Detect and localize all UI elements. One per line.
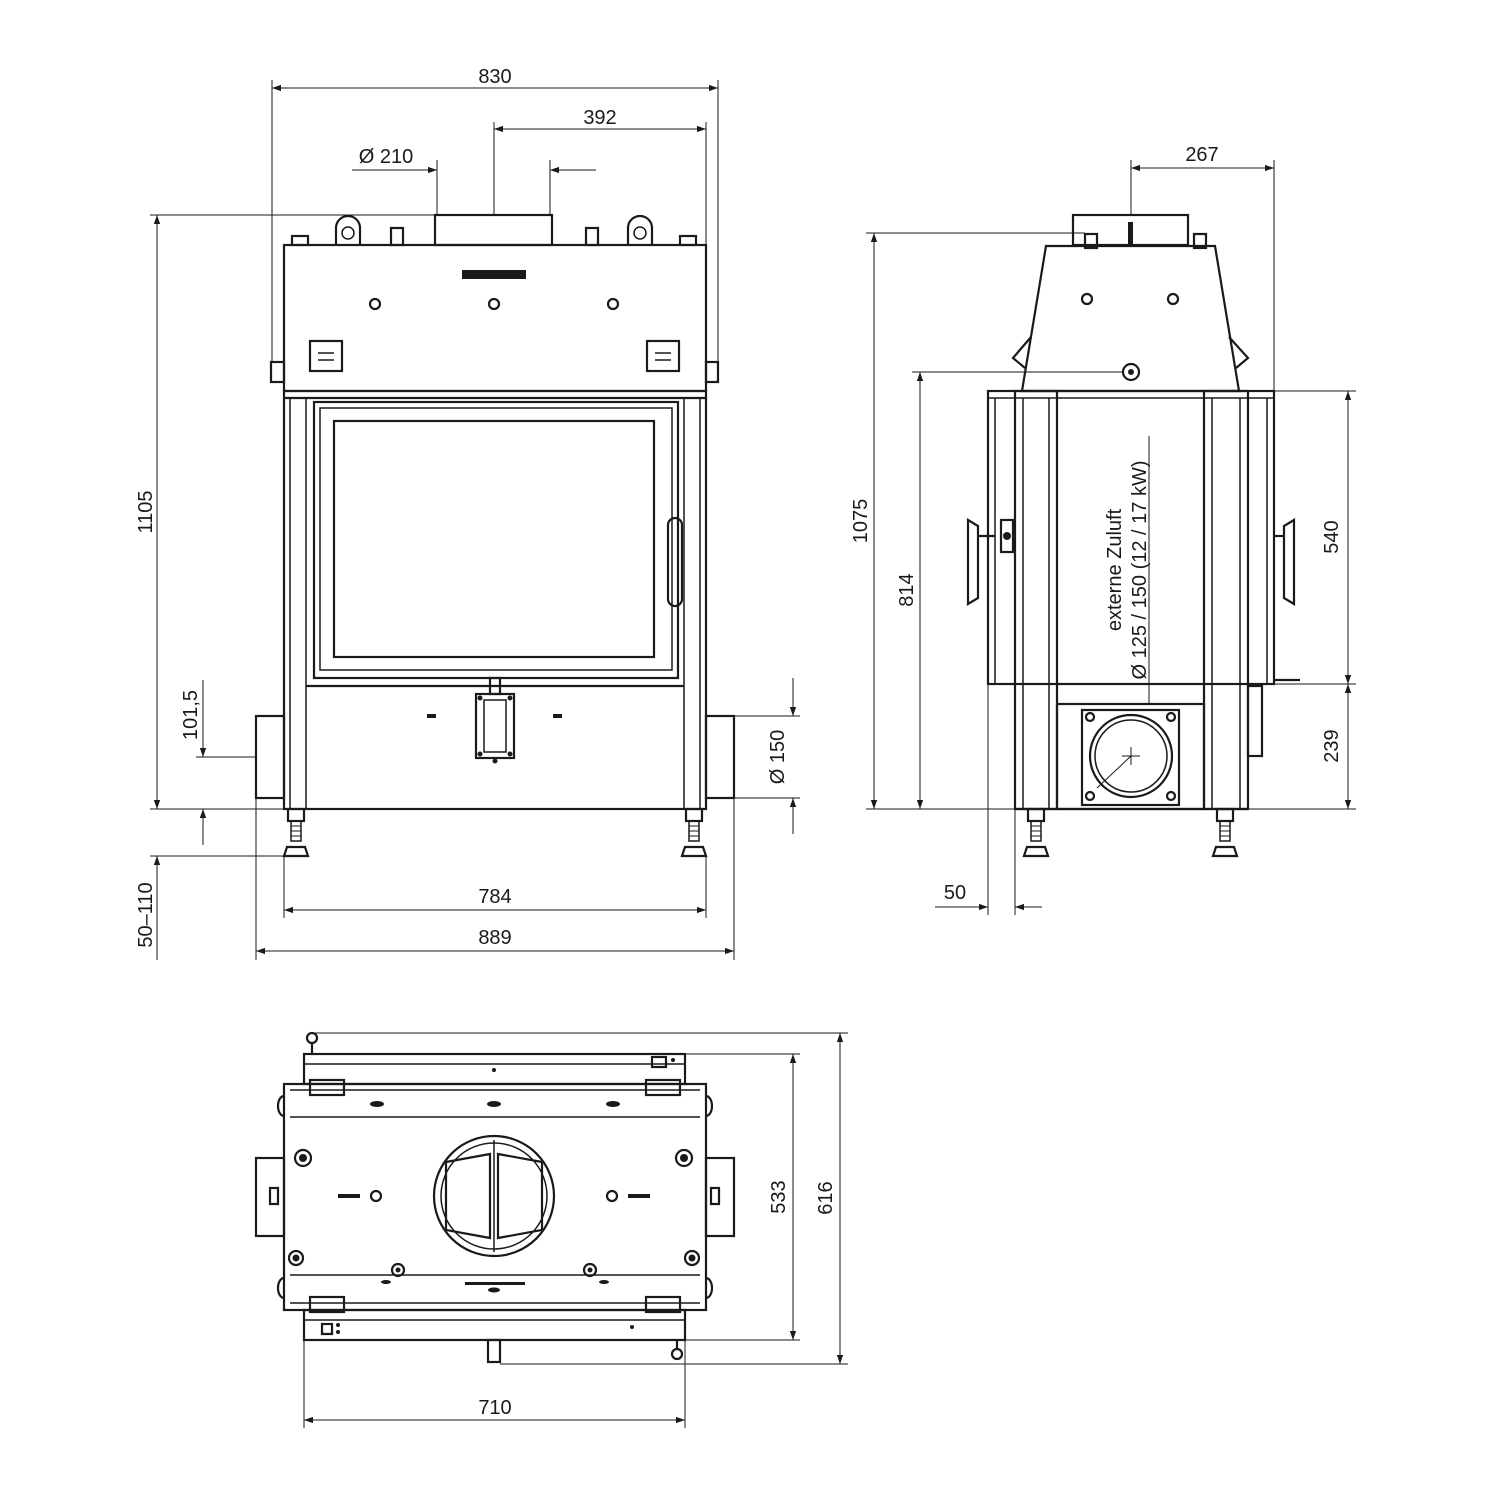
top-pin — [1192, 232, 1208, 250]
screw-icon — [1166, 292, 1180, 306]
lifting-lug-left — [334, 214, 362, 245]
flue-collar — [433, 213, 554, 247]
top-pin — [389, 226, 405, 247]
door-glass — [332, 419, 656, 659]
air-note-line-2: Ø 125 / 150 (12 / 17 kW) — [1129, 461, 1151, 680]
adjustable-foot — [1211, 807, 1239, 858]
dim-depth-inner: 533 — [768, 1180, 790, 1213]
adjustable-foot — [680, 807, 708, 858]
side-bracket — [269, 360, 286, 384]
damper-flap-left — [444, 1152, 492, 1240]
door-frame — [312, 400, 680, 680]
corner-bracket — [644, 1295, 682, 1314]
air-inlet-pipe — [1088, 713, 1174, 799]
air-note-line-1: externe Zuluft — [1104, 508, 1126, 631]
side-handle — [966, 518, 980, 606]
name-plate — [462, 270, 526, 279]
dim-height-total: 1105 — [135, 490, 157, 533]
screw-icon — [606, 297, 620, 311]
screw-icon — [368, 297, 382, 311]
air-inlet-left — [254, 714, 286, 800]
air-grille-icon — [645, 339, 681, 373]
dim-feet-adjust: 50–110 — [135, 882, 157, 947]
air-inlet-right — [704, 714, 736, 800]
front-view: 830 392 Ø 210 1105 101,5 50–110 Ø 150 — [135, 66, 800, 960]
dim-flue-diameter: Ø 210 — [359, 146, 413, 168]
lifting-lug-right — [626, 214, 654, 245]
firebox-body — [282, 389, 708, 811]
corner-bracket — [644, 1078, 682, 1097]
air-grille-icon — [308, 339, 344, 373]
dim-width-total: 830 — [478, 66, 511, 88]
dim-depth-total: 616 — [815, 1181, 837, 1214]
side-handle — [1282, 518, 1296, 606]
flue-opening — [432, 1134, 556, 1258]
top-pin — [584, 226, 600, 247]
adjustable-foot — [1022, 807, 1050, 858]
dim-width-body: 784 — [478, 886, 511, 908]
dim-upper-height: 540 — [1321, 520, 1343, 553]
dim-inlet-diameter: Ø 150 — [767, 730, 789, 784]
screw-icon — [487, 297, 501, 311]
dim-foot-offset: 50 — [944, 882, 966, 904]
upper-box — [282, 243, 708, 393]
dim-lower-height: 239 — [1321, 729, 1343, 762]
dim-flue-depth: 267 — [1185, 144, 1218, 166]
air-inlet-left — [254, 1156, 286, 1238]
top-pin — [1083, 232, 1099, 250]
dim-inlet-level: 814 — [896, 573, 918, 606]
door-handle — [666, 516, 684, 608]
front-rail — [302, 1308, 687, 1342]
dim-side-height: 1075 — [850, 499, 872, 544]
corner-bracket — [308, 1078, 346, 1097]
air-inlet-right — [704, 1156, 736, 1238]
dim-width-inlets: 889 — [478, 927, 511, 949]
top-view: 533 616 710 — [254, 1031, 848, 1428]
dim-top-width: 710 — [478, 1397, 511, 1419]
ash-slider — [474, 676, 516, 764]
damper-flap-right — [496, 1152, 544, 1240]
corner-bracket — [308, 1295, 346, 1314]
dim-flue-offset: 392 — [583, 107, 616, 129]
top-clip-left — [290, 234, 310, 247]
side-body-upper — [986, 389, 1276, 686]
top-clip-right — [678, 234, 698, 247]
adjustable-foot — [282, 807, 310, 858]
screw-icon — [1080, 292, 1094, 306]
side-bracket — [704, 360, 720, 384]
side-view: externe Zuluft Ø 125 / 150 (12 / 17 kW) … — [850, 144, 1356, 915]
dim-inlet-height: 101,5 — [180, 690, 202, 740]
